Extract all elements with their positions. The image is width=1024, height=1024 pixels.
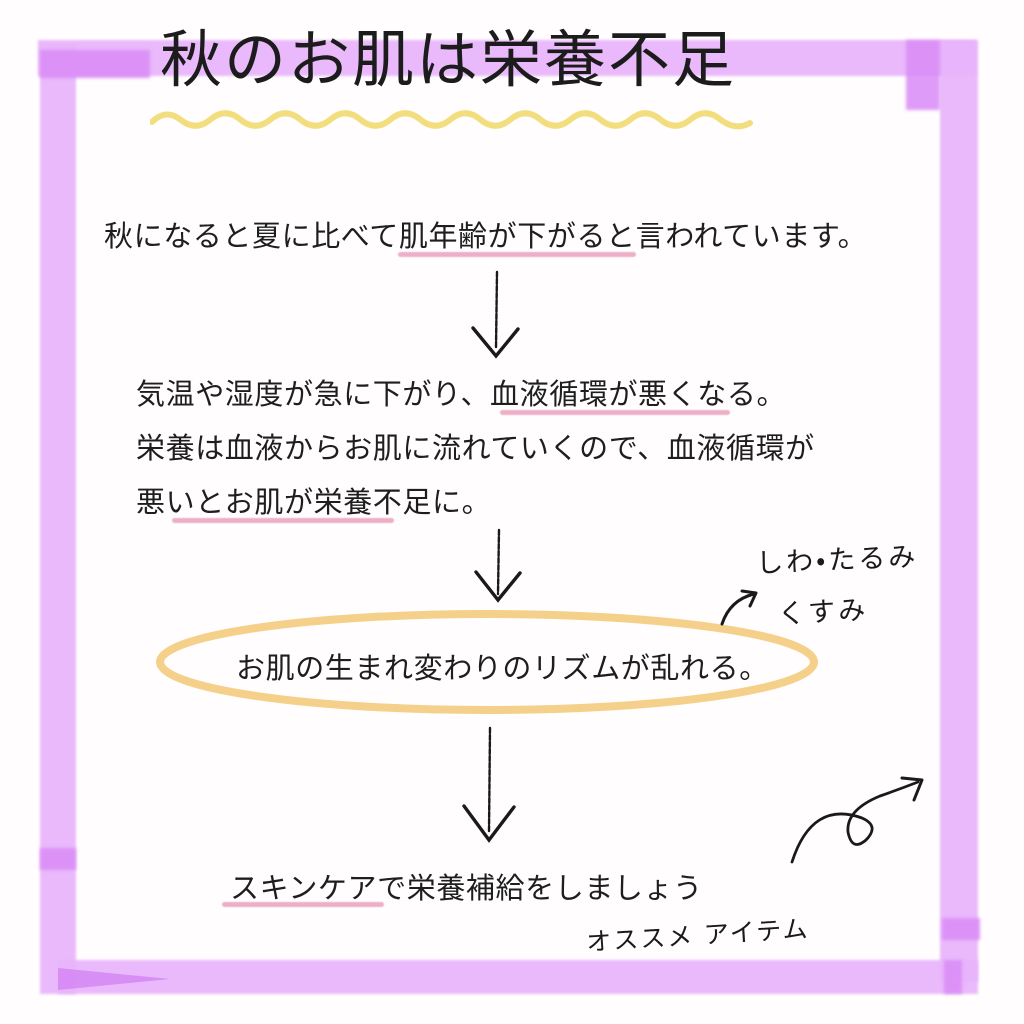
step2-underline-1 [500,410,730,415]
step2-underline-2 [172,518,394,523]
step1-underline [398,252,636,257]
frame-overlap-left-mid [40,848,76,870]
title-wavy-underline [150,110,753,130]
page-title: 秋のお肌は栄養不足 [160,26,737,95]
step2-line-2: 栄養は血液からお肌に流れていくので、血液循環が [136,433,815,465]
annotation-wrinkles-sagging: しわ・たるみ [755,541,919,580]
annotation-recommended-items: オススメ アイテム [585,914,811,957]
step4-line-1: スキンケアで栄養補給をしましょう [230,873,703,905]
frame-overlap-bottom-right [944,960,962,994]
step1-line-1: 秋になると夏に比べて肌年齢が下がると言われています。 [104,221,868,253]
annotation-dullness: くすみ [777,594,869,631]
step2-line-1: 気温や湿度が急に下がり、血液循環が悪くなる。 [136,379,787,411]
frame-overlap-right-mid [942,918,980,940]
frame-overlap-top-right [906,40,940,110]
step4-underline [222,902,384,907]
step2-line-3: 悪いとお肌が栄養不足に。 [136,487,492,519]
step3-line-1: お肌の生まれ変わりのリズムが乱れる。 [236,653,769,685]
frame-stroke-right [940,40,978,982]
frame-overlap-top-left [40,50,150,78]
frame-stroke-left [40,44,76,994]
frame-stroke-bottom [58,960,978,994]
